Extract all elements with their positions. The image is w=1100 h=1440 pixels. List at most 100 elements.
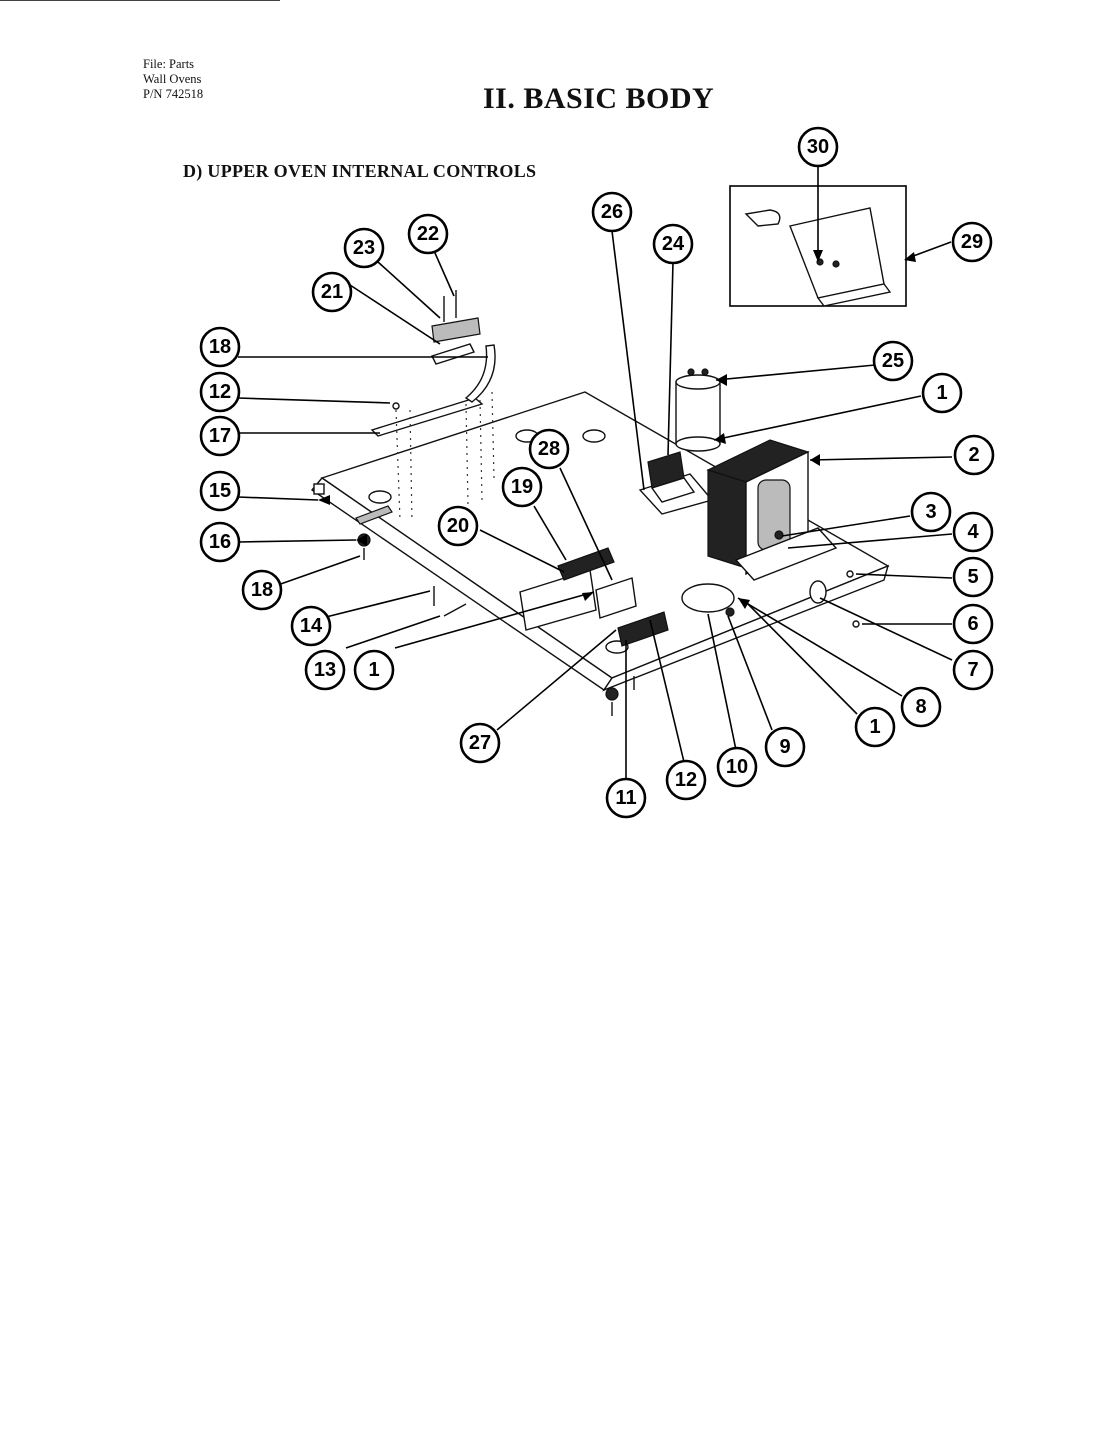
component-28 <box>595 577 637 619</box>
page-title: II. BASIC BODY <box>483 82 715 115</box>
svg-text:9: 9 <box>779 736 790 758</box>
callout-circles: 30 29 26 24 22 23 21 18 12 17 15 16 18 1… <box>199 126 995 819</box>
callout-27: 27 <box>459 722 501 764</box>
chassis-slot <box>313 483 325 495</box>
svg-text:22: 22 <box>417 223 439 245</box>
clamp-screw <box>725 607 735 617</box>
leader-lines <box>237 166 953 778</box>
callout-18-lower: 18 <box>241 569 283 611</box>
screw-12-top <box>392 402 400 410</box>
svg-text:20: 20 <box>447 515 469 537</box>
callout-30: 30 <box>797 126 839 168</box>
svg-text:28: 28 <box>538 438 560 460</box>
clamp <box>681 583 735 617</box>
callout-3: 3 <box>910 491 952 533</box>
capacitor-body <box>675 381 721 445</box>
file-line-2: Wall Ovens <box>143 72 202 86</box>
callout-6: 6 <box>952 603 994 645</box>
relay-base <box>650 477 696 503</box>
callout-15: 15 <box>199 470 241 512</box>
svg-text:21: 21 <box>321 281 343 303</box>
svg-text:11: 11 <box>615 787 636 809</box>
callout-21: 21 <box>311 271 353 313</box>
inset-sensor <box>744 209 781 227</box>
svg-text:29: 29 <box>961 231 983 253</box>
capacitor-bottom <box>675 436 721 452</box>
callout-9: 9 <box>764 726 806 768</box>
callout-2: 2 <box>953 434 995 476</box>
file-info: File: Parts Wall Ovens P/N 742518 <box>143 57 203 102</box>
switch-body <box>431 317 481 343</box>
svg-text:3: 3 <box>925 501 936 523</box>
callout-7: 7 <box>952 649 994 691</box>
chassis-hole-5 <box>809 580 827 604</box>
callout-18: 18 <box>199 326 241 368</box>
inset-bracket-flange <box>816 283 892 307</box>
callout-16: 16 <box>199 521 241 563</box>
callout-22: 22 <box>407 213 449 255</box>
callout-5: 5 <box>952 556 994 598</box>
curved-channel <box>464 344 496 403</box>
screw-6 <box>852 620 860 628</box>
switch-plate <box>431 343 475 365</box>
svg-text:1: 1 <box>869 716 880 738</box>
svg-text:23: 23 <box>353 237 375 259</box>
svg-text:2: 2 <box>968 444 979 466</box>
callout-29: 29 <box>951 221 993 263</box>
callout-23: 23 <box>343 227 385 269</box>
bracket-assembly <box>370 290 496 523</box>
callout-14: 14 <box>290 605 332 647</box>
svg-text:30: 30 <box>807 136 829 158</box>
callout-4: 4 <box>952 511 994 553</box>
svg-text:5: 5 <box>967 566 978 588</box>
transformer-foot <box>734 527 838 581</box>
top-rule <box>0 0 280 1</box>
callout-1-upper: 1 <box>921 372 963 414</box>
callout-24: 24 <box>652 223 694 265</box>
svg-text:12: 12 <box>675 769 697 791</box>
svg-text:19: 19 <box>511 476 533 498</box>
callout-26: 26 <box>591 191 633 233</box>
transformer-bolt <box>774 530 784 540</box>
svg-text:8: 8 <box>915 696 926 718</box>
file-line-1: File: Parts <box>143 57 195 71</box>
svg-text:16: 16 <box>209 531 231 553</box>
callout-25: 25 <box>872 340 914 382</box>
callout-28: 28 <box>528 428 570 470</box>
callout-20: 20 <box>437 505 479 547</box>
svg-text:18: 18 <box>209 336 231 358</box>
svg-text:17: 17 <box>209 425 231 447</box>
chassis-plate <box>310 391 890 692</box>
chassis-hole-3 <box>582 429 606 443</box>
relay-assembly <box>638 451 714 515</box>
inset-nut <box>832 260 840 268</box>
svg-text:1: 1 <box>368 659 379 681</box>
callout-1-left: 1 <box>353 649 395 691</box>
foot-lower <box>605 687 619 701</box>
terminal-block-27 <box>617 611 669 647</box>
callout-13: 13 <box>304 649 346 691</box>
svg-text:1: 1 <box>936 382 947 404</box>
section-title: D) UPPER OVEN INTERNAL CONTROLS <box>183 161 537 181</box>
callout-12-lower: 12 <box>665 759 707 801</box>
callout-11: 11 <box>605 777 647 819</box>
capacitor-top <box>675 374 721 390</box>
chassis-vent <box>355 505 393 525</box>
svg-text:25: 25 <box>882 350 904 372</box>
arrowheads <box>318 250 916 609</box>
svg-text:6: 6 <box>967 613 978 635</box>
transformer-coil <box>757 479 791 551</box>
svg-text:13: 13 <box>314 659 336 681</box>
clamp-ring <box>681 583 735 613</box>
callout-10: 10 <box>716 746 758 788</box>
callout-12: 12 <box>199 371 241 413</box>
svg-text:27: 27 <box>469 732 491 754</box>
svg-text:24: 24 <box>662 233 685 255</box>
bracket-base-plate <box>370 397 484 437</box>
capacitor-terminal-2 <box>701 368 709 376</box>
svg-text:26: 26 <box>601 201 623 223</box>
pin-13 <box>443 603 467 617</box>
svg-text:14: 14 <box>300 615 323 637</box>
transformer-left <box>707 469 747 569</box>
